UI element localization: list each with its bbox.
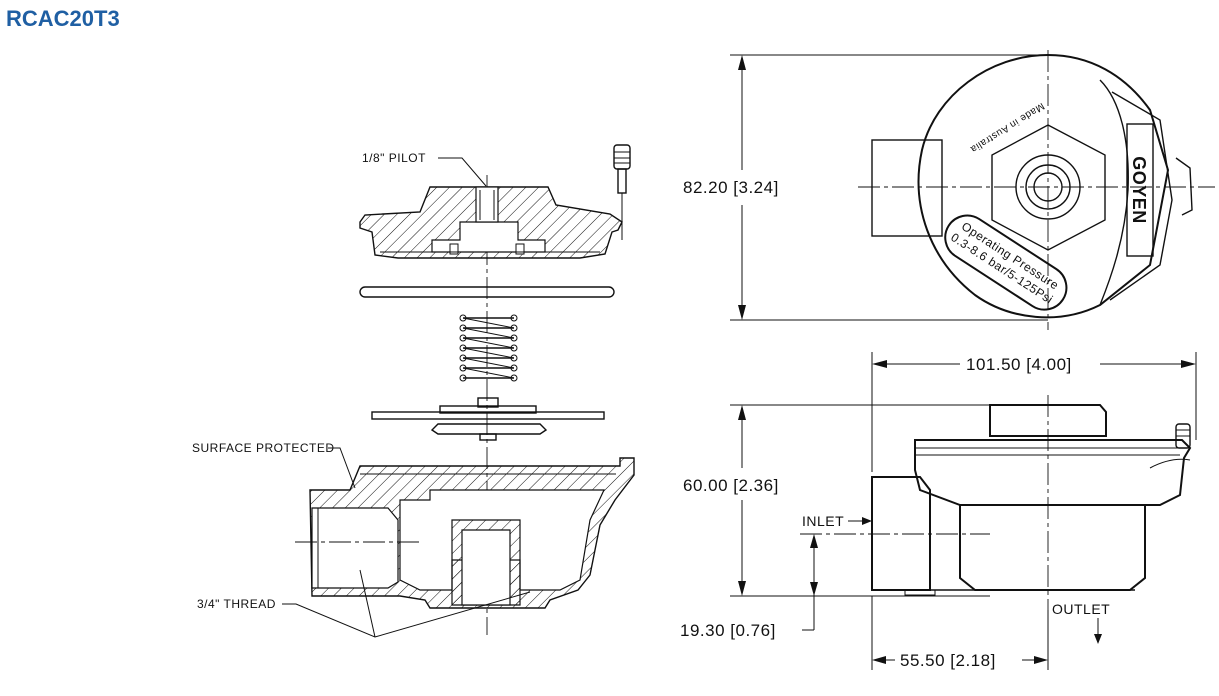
pilot-leader bbox=[438, 157, 487, 187]
dim-height-top: 82.20 [3.24] bbox=[683, 178, 779, 197]
diaphragm bbox=[371, 397, 605, 441]
pressure-plate bbox=[944, 214, 1068, 311]
seal-ring bbox=[359, 286, 615, 298]
side-view: 101.50 [4.00] INLET OUTLET 60.00 [2 bbox=[680, 352, 1197, 670]
surface-leader bbox=[328, 447, 356, 489]
valve-top-outline bbox=[917, 53, 1170, 319]
dim-width: 101.50 [4.00] bbox=[966, 355, 1072, 374]
valve-cover bbox=[359, 186, 623, 259]
surface-protected-label: SURFACE PROTECTED bbox=[192, 441, 335, 455]
dim-outlet-offset: 55.50 [2.18] bbox=[900, 651, 996, 670]
hex-nut bbox=[991, 124, 1106, 251]
dim-height-side: 60.00 [2.36] bbox=[683, 476, 779, 495]
page-title: RCAC20T3 bbox=[6, 6, 120, 31]
top-view: Operating Pressure 0.3-8.6 bar/5-125Psi … bbox=[683, 50, 1215, 330]
inlet-port bbox=[871, 139, 943, 237]
thread-label: 3/4" THREAD bbox=[197, 597, 276, 611]
exploded-section-view: 1/8" PILOT SURFACE PROTECTED 3/4" THREAD bbox=[192, 144, 635, 638]
pilot-label: 1/8" PILOT bbox=[362, 151, 426, 165]
inlet-label: INLET bbox=[802, 513, 844, 529]
spring bbox=[459, 314, 518, 382]
valve-body bbox=[295, 457, 635, 609]
dim-inlet-height: 19.30 [0.76] bbox=[680, 621, 776, 640]
brand-plate bbox=[1126, 123, 1154, 257]
outlet-label: OUTLET bbox=[1052, 601, 1110, 617]
brand-text: GOYEN bbox=[1129, 156, 1149, 224]
thread-leader bbox=[282, 591, 531, 638]
pilot-screw bbox=[613, 144, 631, 240]
